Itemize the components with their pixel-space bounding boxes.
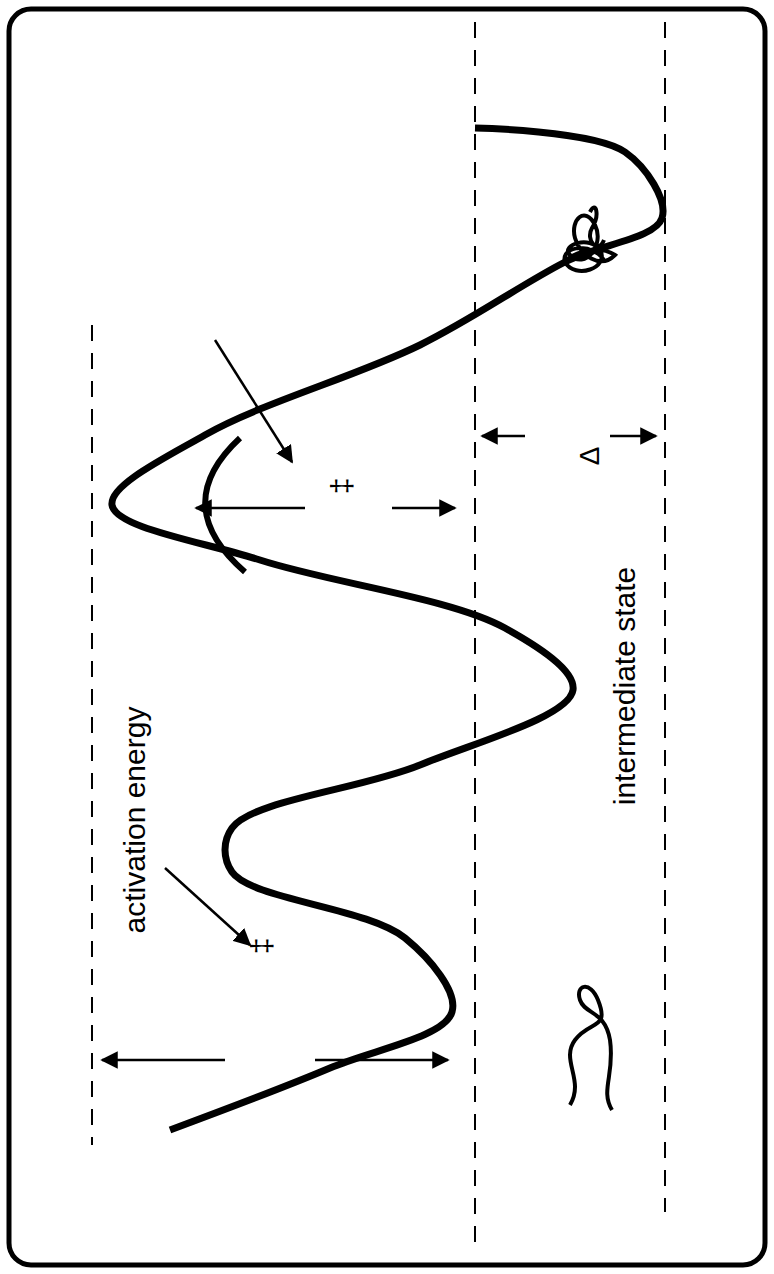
energy-curve	[112, 128, 663, 1130]
axis-label: activation energy	[120, 707, 150, 934]
transition-symbol: ‡	[247, 938, 277, 955]
delta-symbol: Δ	[576, 447, 604, 466]
reference-lines	[92, 22, 665, 1250]
state-label: intermediate state	[610, 567, 640, 805]
unfolded-chain	[570, 987, 612, 1110]
folded-protein	[560, 208, 615, 271]
frame	[9, 9, 765, 1265]
transition-symbol: ‡	[327, 478, 357, 495]
energy-arrows	[102, 340, 656, 1060]
energy-curve-path	[112, 128, 663, 1130]
